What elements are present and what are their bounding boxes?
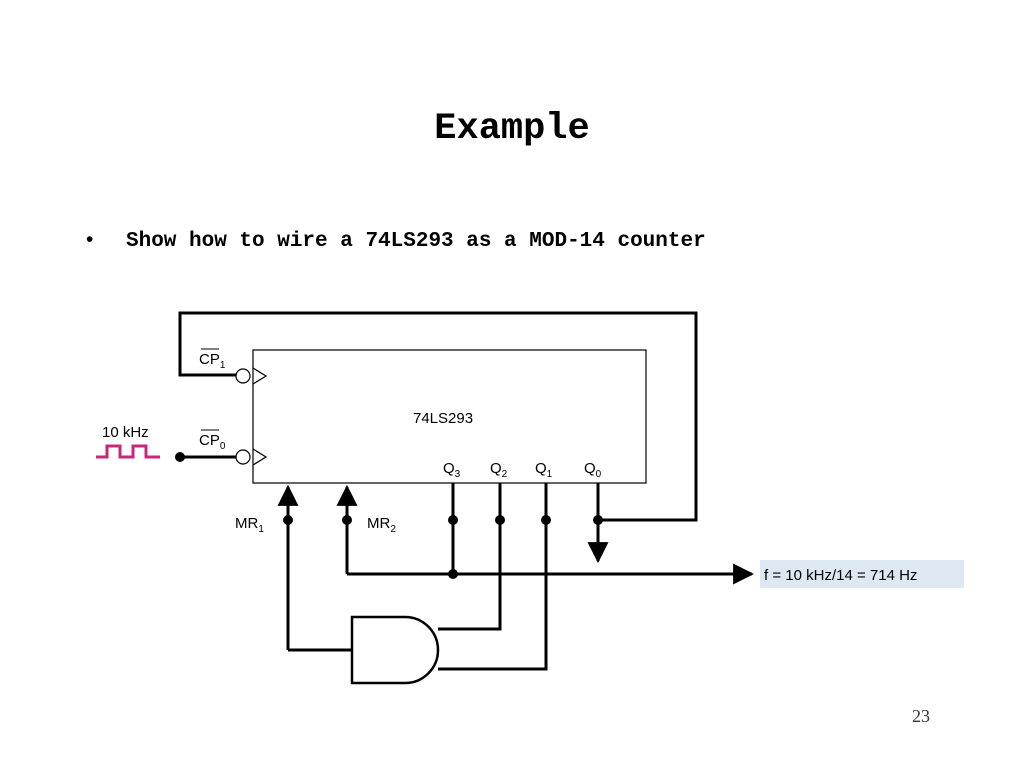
q2-output-wire	[438, 483, 502, 631]
q1-junction-node	[541, 515, 551, 525]
mr1-junction-node	[283, 515, 293, 525]
chip-label: 74LS293	[413, 410, 473, 427]
cp1-input: CP1	[178, 311, 698, 522]
q0-junction-node	[593, 515, 603, 525]
cp0-inversion-bubble	[235, 449, 251, 465]
slide-title: Example	[434, 108, 590, 150]
chip-74ls293	[252, 349, 647, 484]
mr2-junction-node	[342, 515, 352, 525]
q1-label: Q1	[535, 460, 553, 480]
cp0-clock-triangle	[252, 448, 268, 466]
cp1-label: CP1	[199, 351, 226, 371]
page-number: 23	[912, 706, 930, 726]
q2-label: Q2	[490, 460, 508, 480]
output-frequency-highlight	[760, 560, 964, 588]
q3-junction-node	[448, 515, 458, 525]
cp1-inversion-bubble	[235, 368, 251, 384]
q1-output-wire	[438, 483, 548, 671]
clock-waveform	[96, 444, 160, 459]
mr1-label: MR1	[235, 515, 264, 535]
cp1-feedback-wire	[178, 311, 698, 522]
q0-label: Q0	[584, 460, 602, 480]
bullet-text: Show how to wire a 74LS293 as a MOD-14 c…	[126, 230, 706, 253]
bullet-marker: •	[86, 228, 94, 251]
q2-junction-node	[495, 515, 505, 525]
mr2-label: MR2	[367, 515, 396, 535]
and-gate	[350, 615, 440, 685]
cp1-clock-triangle	[252, 367, 268, 385]
clock-frequency-label: 10 kHz	[102, 424, 149, 441]
cp0-input: 10 kHz CP0	[96, 424, 268, 466]
output-frequency-label: f = 10 kHz/14 = 714 Hz	[764, 567, 917, 584]
q3-label: Q3	[443, 460, 461, 480]
bullet-item: • Show how to wire a 74LS293 as a MOD-14 …	[86, 228, 706, 253]
cp0-label: CP0	[199, 432, 226, 452]
